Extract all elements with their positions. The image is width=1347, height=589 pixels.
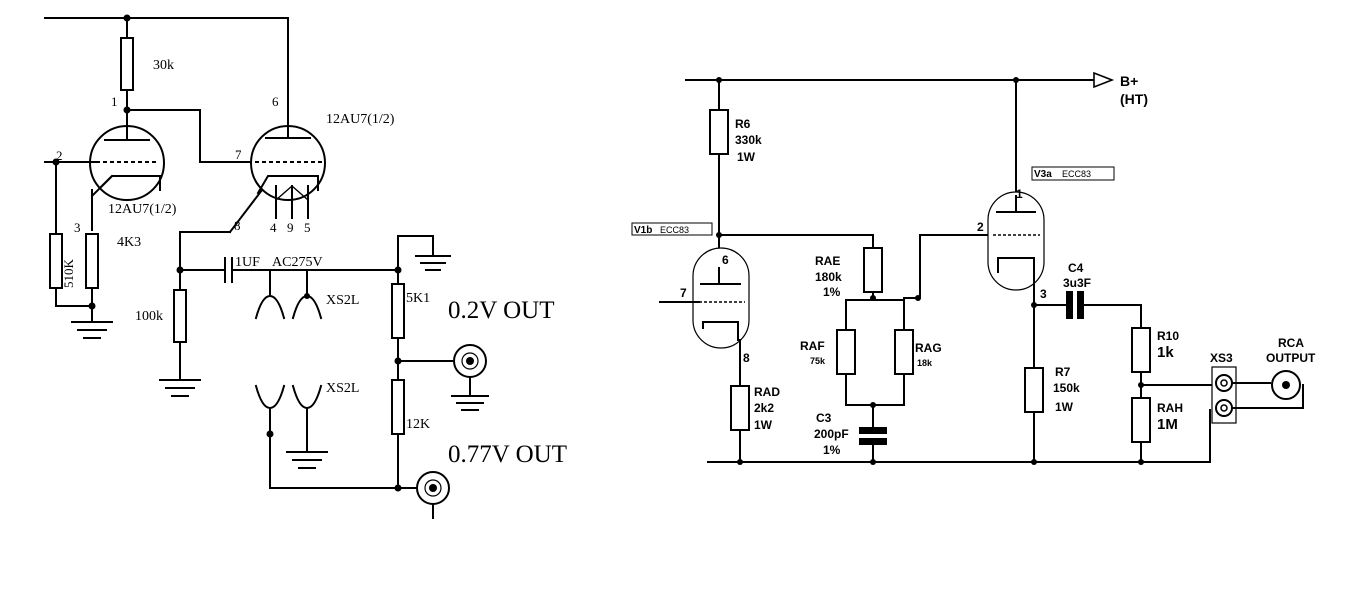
v1b-tag: [631, 222, 713, 236]
label-r7-watt: 1W: [1055, 400, 1074, 414]
pin-8: 8: [234, 218, 241, 233]
label-c3-value: 200pF: [814, 427, 849, 441]
tube-label-b: 12AU7(1/2): [326, 112, 395, 127]
b-plus-arrow-icon: [1093, 71, 1115, 89]
pin-v1b-7: 7: [680, 286, 687, 300]
pin-9: 9: [287, 220, 294, 235]
label-r6-value: 330k: [735, 133, 762, 147]
label-rag-value: 18k: [917, 358, 933, 368]
right-circuit: V1b ECC83 V3a ECC83 B+ (HT) R6 330k 1W 6…: [631, 71, 1316, 465]
label-rad-watt: 1W: [754, 418, 773, 432]
capacitor-c3: [859, 427, 887, 434]
label-c3-tol: 1%: [823, 443, 841, 457]
jack-0.2v: [451, 344, 489, 411]
tube-label-a: 12AU7(1/2): [108, 202, 177, 217]
label-rah: RAH: [1157, 401, 1183, 415]
resistor-rag: [894, 329, 914, 375]
label-xs3: XS3: [1210, 351, 1233, 365]
pin-4: 4: [270, 220, 277, 235]
label-ht: (HT): [1120, 91, 1148, 107]
label-12k: 12K: [406, 417, 430, 432]
left-circuit: 30k 1 2 3 6 7 8 4 9 5 12AU7(1/2) 12AU7(1…: [44, 14, 567, 519]
label-c4-value: 3u3F: [1063, 276, 1091, 290]
label-5k1: 5K1: [406, 291, 430, 306]
v3a-tag: [1031, 166, 1115, 181]
label-1uf: 1UF: [235, 255, 260, 270]
label-r6-watt: 1W: [737, 150, 756, 164]
tube-v3a: [987, 191, 1045, 291]
jack-0.77v: [416, 471, 450, 519]
label-v1b-type: ECC83: [660, 225, 689, 235]
resistor-100k: [173, 289, 187, 343]
tube-12au7-b: [228, 124, 326, 234]
label-c4: C4: [1068, 261, 1084, 275]
label-v1b: V1b: [634, 225, 652, 236]
label-c3: C3: [816, 411, 832, 425]
pin-v3a-3: 3: [1040, 287, 1047, 301]
resistor-4k3: [85, 233, 99, 289]
label-raf: RAF: [800, 339, 825, 353]
resistor-r10: [1131, 327, 1151, 373]
pin-3: 3: [74, 220, 81, 235]
label-rag: RAG: [915, 341, 942, 355]
resistor-12k: [391, 379, 405, 435]
label-4k3: 4K3: [117, 235, 141, 250]
transformer-xs2l: [254, 269, 328, 489]
resistor-rah: [1131, 397, 1151, 443]
label-rae-tol: 1%: [823, 285, 841, 299]
ground-symbol: [71, 321, 113, 339]
label-510k: 510K: [61, 259, 76, 289]
capacitor-c4: [1066, 291, 1073, 319]
pin-v1b-6: 6: [722, 253, 729, 267]
resistor-30k: [120, 37, 134, 91]
resistor-raf: [836, 329, 856, 375]
label-rae-value: 180k: [815, 270, 842, 284]
resistor-rad: [730, 385, 750, 431]
label-r10-value: 1k: [1157, 344, 1174, 361]
label-xs2l-top: XS2L: [326, 293, 359, 308]
pin-v1b-8: 8: [743, 351, 750, 365]
label-100k: 100k: [135, 309, 163, 324]
resistor-5k1: [391, 283, 405, 339]
pin-v3a-2: 2: [977, 220, 984, 234]
label-rca: RCA: [1278, 336, 1304, 350]
pin-v3a-1: 1: [1016, 187, 1023, 201]
label-r7: R7: [1055, 365, 1071, 379]
rca-output-jack: [1271, 370, 1301, 400]
label-b-plus: B+: [1120, 73, 1138, 89]
label-r10: R10: [1157, 329, 1179, 343]
resistor-rae: [863, 247, 883, 293]
label-r6: R6: [735, 117, 751, 131]
label-rad: RAD: [754, 385, 780, 399]
label-rae: RAE: [815, 254, 840, 268]
pin-6: 6: [272, 94, 279, 109]
label-ac275v: AC275V: [272, 255, 323, 270]
resistor-r7: [1024, 367, 1044, 413]
label-v3a: V3a: [1034, 169, 1052, 180]
label-r7-value: 150k: [1053, 381, 1080, 395]
pin-2: 2: [56, 148, 63, 163]
label-0.2v-out: 0.2V OUT: [448, 297, 554, 324]
label-0.77v-out: 0.77V OUT: [448, 441, 567, 468]
pin-7: 7: [235, 147, 242, 162]
label-raf-value: 75k: [810, 356, 826, 366]
pin-5: 5: [304, 220, 311, 235]
label-rad-value: 2k2: [754, 401, 774, 415]
jack-xs3: [1211, 366, 1304, 424]
pin-1: 1: [111, 94, 118, 109]
label-v3a-type: ECC83: [1062, 169, 1091, 179]
tube-v1b: [659, 247, 750, 387]
label-rca-output: OUTPUT: [1266, 351, 1316, 365]
resistor-r6: [709, 109, 729, 155]
label-xs2l-bottom: XS2L: [326, 381, 359, 396]
label-rah-value: 1M: [1157, 416, 1178, 433]
label-30k: 30k: [153, 58, 174, 73]
